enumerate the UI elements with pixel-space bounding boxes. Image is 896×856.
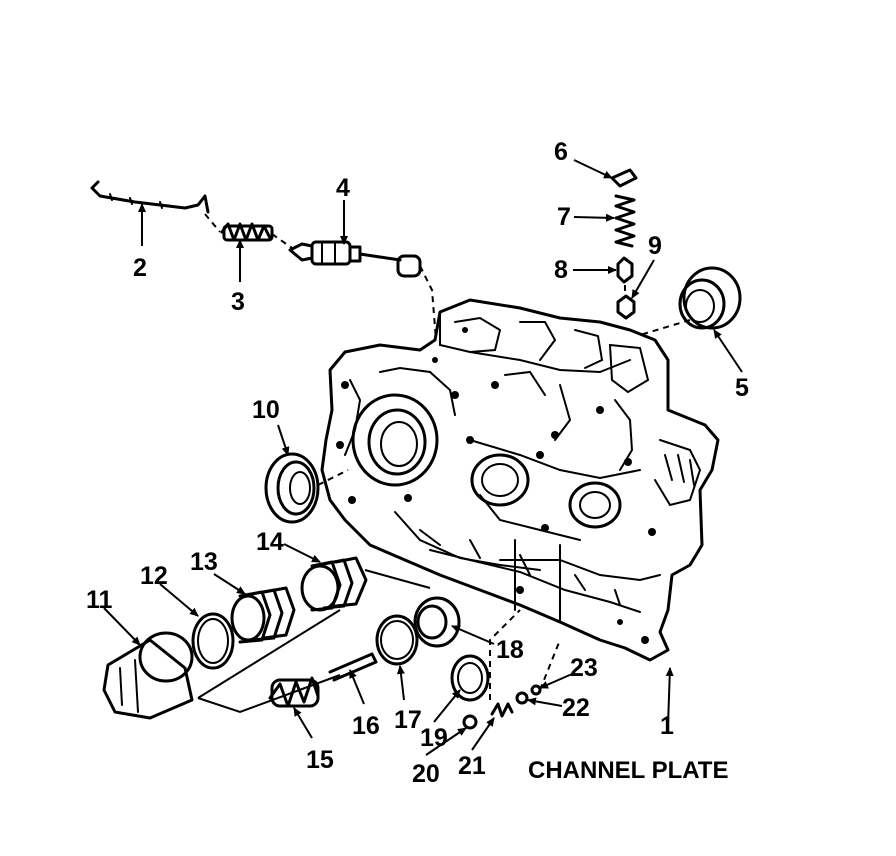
channel-plate-body <box>320 298 720 662</box>
callout-leaders <box>103 159 743 756</box>
part-11-cap <box>102 631 194 720</box>
callout-11: 11 <box>86 586 113 614</box>
callout-17: 17 <box>394 706 422 734</box>
callout-10: 10 <box>252 396 280 424</box>
part-2-linkage-rod <box>90 180 210 214</box>
callout-16: 16 <box>352 712 380 740</box>
part-5-seal <box>678 266 742 330</box>
part-6-retainer <box>610 168 638 188</box>
callout-23: 23 <box>570 654 598 682</box>
callout-9: 9 <box>648 232 662 260</box>
callout-3: 3 <box>231 288 245 316</box>
part-22-plug <box>515 691 529 705</box>
part-15-spring <box>268 676 320 708</box>
part-3-spring <box>220 222 274 242</box>
part-10-seal <box>264 452 320 524</box>
part-19-gasket <box>450 654 490 702</box>
callout-20: 20 <box>412 760 440 788</box>
callout-2: 2 <box>133 254 147 282</box>
callout-15: 15 <box>306 746 334 774</box>
part-7-spring <box>614 194 636 248</box>
callout-6: 6 <box>554 138 568 166</box>
callout-7: 7 <box>557 203 571 231</box>
part-8-valve <box>616 256 634 284</box>
assembly-lines <box>197 213 691 714</box>
part-12-o-ring <box>191 612 235 670</box>
part-14-spring <box>300 556 368 612</box>
callout-4: 4 <box>336 174 350 202</box>
part-21-spring <box>490 702 514 718</box>
part-23-ball <box>530 684 542 696</box>
callout-12: 12 <box>140 562 168 590</box>
part-18-seal <box>413 596 461 648</box>
callout-numbers: 1 2 3 4 5 6 7 8 9 10 11 12 13 14 15 16 1… <box>86 138 749 788</box>
part-9-seat <box>616 294 636 320</box>
diagram-caption: CHANNEL PLATE <box>528 757 728 784</box>
callout-8: 8 <box>554 256 568 284</box>
callout-5: 5 <box>735 374 749 402</box>
callout-1: 1 <box>660 712 674 740</box>
callout-13: 13 <box>190 548 218 576</box>
callout-21: 21 <box>458 752 486 780</box>
part-20-ball <box>462 714 478 730</box>
part-17-o-ring <box>375 614 419 666</box>
callout-14: 14 <box>256 528 284 556</box>
callout-22: 22 <box>562 694 590 722</box>
callout-18: 18 <box>496 636 524 664</box>
part-4-valve-shaft <box>288 240 422 278</box>
part-13-spring <box>230 586 296 644</box>
callout-19: 19 <box>420 724 448 752</box>
